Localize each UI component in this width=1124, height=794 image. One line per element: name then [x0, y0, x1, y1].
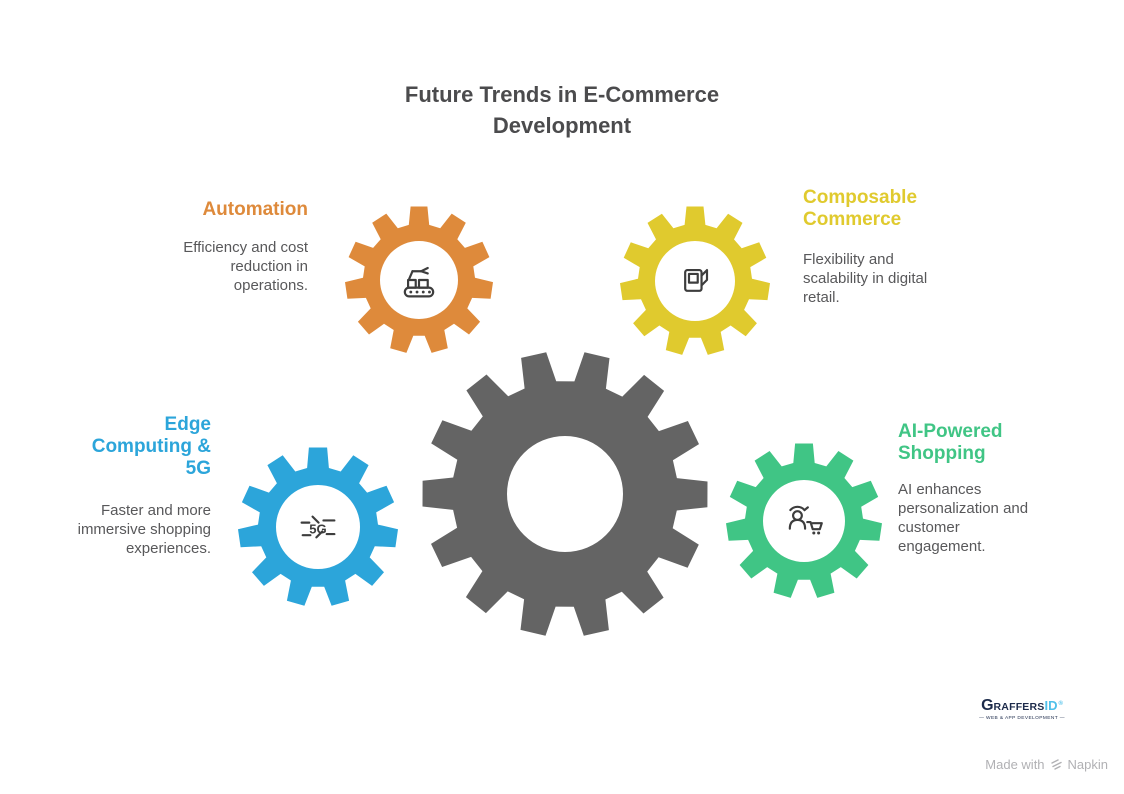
napkin-brand-label: Napkin — [1067, 757, 1108, 772]
composable-commerce-description: Flexibility and scalability in digital r… — [803, 251, 928, 306]
ai-powered-shopping-description: AI enhances personalization and customer… — [898, 481, 1029, 555]
graffersid-logo-id: ID — [1044, 698, 1058, 713]
composable-commerce-heading: Composable Commerce — [803, 187, 918, 230]
robotic-arm-conveyor-icon — [395, 256, 443, 304]
page-title-line2: Development — [492, 112, 632, 138]
gear-center — [422, 352, 708, 636]
automation-description: Efficiency and cost reduction in operati… — [183, 239, 308, 294]
graffersid-logo-tagline: — WEB & APP DEVELOPMENT — — [979, 716, 1065, 721]
napkin-icon — [1050, 759, 1062, 770]
5g-network-icon: 5G — [294, 503, 342, 551]
gear-ai-powered-shopping — [726, 443, 882, 598]
modular-commerce-icon — [671, 257, 719, 305]
edge-computing-5g-heading: Edge Computing & 5G — [91, 414, 211, 479]
graffersid-logo-raffers: RAFFERS — [993, 701, 1045, 713]
made-with-napkin-credit[interactable]: Made with Napkin — [985, 757, 1108, 772]
made-with-label: Made with — [985, 757, 1045, 772]
ai-shopper-cart-icon — [780, 497, 828, 545]
gear-edge-computing-5g — [238, 447, 398, 606]
ai-powered-shopping-heading: AI-Powered Shopping — [898, 421, 1003, 464]
edge-computing-5g-description: Faster and more immersive shopping exper… — [77, 502, 211, 557]
5g-label: 5G — [309, 522, 326, 537]
graffersid-logo-trademark: ® — [1058, 701, 1063, 707]
gear-automation — [345, 206, 493, 353]
page-title-line1: Future Trends in E-Commerce — [404, 81, 720, 107]
automation-heading: Automation — [202, 199, 308, 220]
gear-composable-commerce — [620, 206, 770, 355]
graffersid-logo-g: G — [981, 697, 994, 714]
